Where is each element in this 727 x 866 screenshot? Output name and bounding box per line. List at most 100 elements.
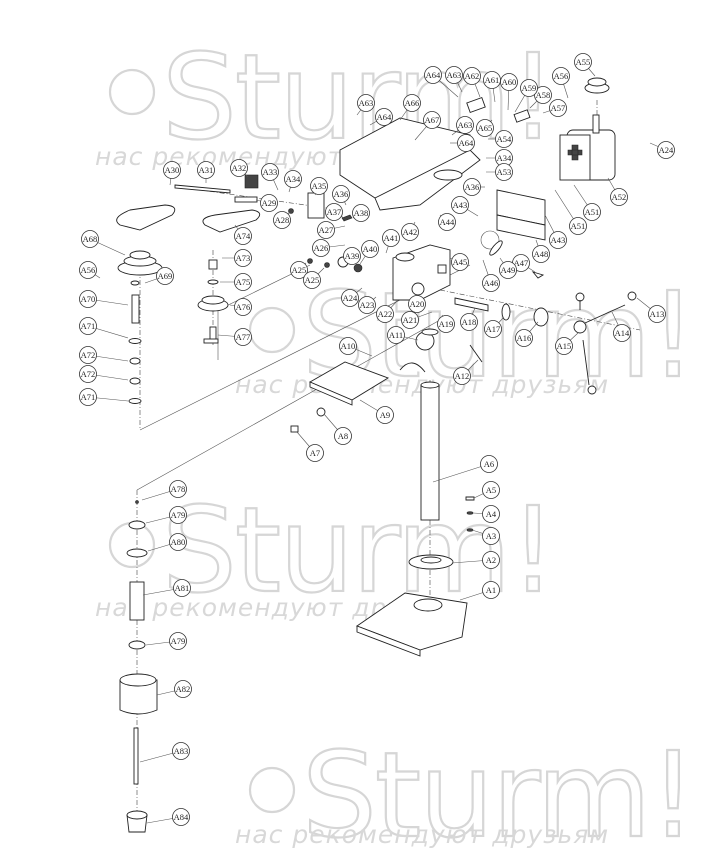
callout-a64c: A64	[450, 134, 475, 152]
callout-circle	[79, 346, 97, 364]
callout-a67: A67	[414, 111, 441, 141]
callout-label: A64	[459, 138, 474, 148]
callout-label: A7	[310, 448, 320, 458]
callout-a31: A31	[197, 161, 215, 183]
belt-a30	[116, 204, 176, 231]
callout-a55: A55	[574, 53, 596, 77]
flange-bore	[420, 556, 442, 564]
callout-circle	[339, 337, 357, 355]
column-top	[420, 381, 440, 389]
guide-diagonal-2	[136, 319, 441, 491]
callout-circle	[174, 680, 192, 698]
callout-a46: A46	[482, 259, 500, 292]
callout-a81: A81	[142, 579, 191, 597]
callout-circle	[574, 53, 592, 71]
lever-a47	[531, 271, 545, 279]
callout-a41: A41	[382, 229, 400, 254]
motor-shaft	[592, 114, 600, 134]
callout-a70: A70	[79, 290, 129, 308]
callout-a13: A13	[636, 297, 666, 323]
callout-circle	[169, 506, 187, 524]
callout-label: A42	[403, 227, 418, 237]
ring-a75	[207, 279, 219, 285]
callout-label: A15	[557, 341, 572, 351]
callout-label: A61	[485, 75, 500, 85]
callout-label: A21	[403, 315, 418, 325]
head-lug	[437, 264, 447, 274]
callout-label: A67	[425, 115, 440, 125]
washer-a3	[466, 528, 474, 532]
callout-a47: A47	[512, 254, 536, 273]
callout-circle	[306, 444, 324, 462]
callout-a14: A14	[611, 311, 631, 342]
callout-label: A37	[327, 207, 342, 217]
callout-circle	[234, 273, 252, 291]
callout-label: A22	[378, 309, 393, 319]
callout-circle	[358, 296, 376, 314]
callout-circle	[234, 227, 252, 245]
quill-a81	[129, 581, 145, 621]
callout-a73: A73	[222, 249, 252, 267]
callout-a36b: A36	[463, 178, 485, 196]
bearing-a40	[353, 263, 363, 273]
callout-label: A36	[334, 189, 349, 199]
base-edge	[356, 625, 421, 657]
clip-a71	[128, 338, 142, 344]
base	[356, 496, 475, 657]
callout-label: A60	[502, 77, 517, 87]
callout-label: A78	[171, 484, 186, 494]
callout-a5: A5	[473, 481, 500, 499]
callout-label: A17	[486, 324, 501, 334]
column-a6	[420, 384, 440, 521]
callout-circle	[79, 388, 97, 406]
housing-a82	[119, 679, 158, 715]
table-a9	[308, 361, 390, 401]
callout-circle	[451, 253, 469, 271]
base-socket	[413, 598, 443, 612]
housing-top	[119, 673, 157, 687]
washer-a25b	[324, 262, 330, 268]
clip-a71b	[128, 398, 142, 404]
callout-circle	[173, 579, 191, 597]
callout-circle	[482, 274, 500, 292]
callout-a63b: A63	[356, 94, 375, 116]
callout-circle	[376, 305, 394, 323]
callout-label: A32	[232, 163, 247, 173]
spring-a46	[489, 240, 503, 256]
bracket-ghost	[480, 230, 500, 250]
callout-circle	[273, 211, 291, 229]
callout-a61: A61	[483, 71, 501, 103]
callout-label: A57	[551, 103, 566, 113]
idler-pulley	[197, 259, 229, 344]
callout-a38: A38	[352, 204, 370, 222]
top-switch	[466, 96, 531, 123]
callout-label: A63	[447, 70, 462, 80]
motor-mount-cross	[567, 144, 583, 161]
callout-a27: A27	[317, 221, 346, 239]
callout-circle	[482, 505, 500, 523]
callout-circle	[482, 481, 500, 499]
ring-a80	[126, 548, 148, 558]
belt-cover	[339, 117, 481, 211]
callout-label: A46	[484, 278, 499, 288]
callout-circle	[549, 99, 567, 117]
callout-circle	[376, 406, 394, 424]
callout-label: A35	[312, 181, 327, 191]
callout-label: A74	[236, 231, 251, 241]
callout-label: A44	[440, 217, 455, 227]
callout-a72b: A72	[79, 365, 129, 383]
callout-a28: A28	[273, 211, 291, 229]
bolt-a5	[465, 496, 475, 501]
knob-upper	[575, 292, 585, 302]
callout-circle	[463, 67, 481, 85]
callout-circle	[361, 240, 379, 258]
idler-step-2	[201, 295, 225, 305]
callout-a63: A63	[445, 66, 463, 93]
callout-a8: A8	[323, 413, 352, 445]
callout-circle	[569, 217, 587, 235]
callout-label: A4	[486, 509, 497, 519]
callout-label: A24	[659, 145, 674, 155]
callout-label: A33	[263, 167, 278, 177]
callout-label: A40	[363, 244, 378, 254]
callout-circle	[583, 203, 601, 221]
